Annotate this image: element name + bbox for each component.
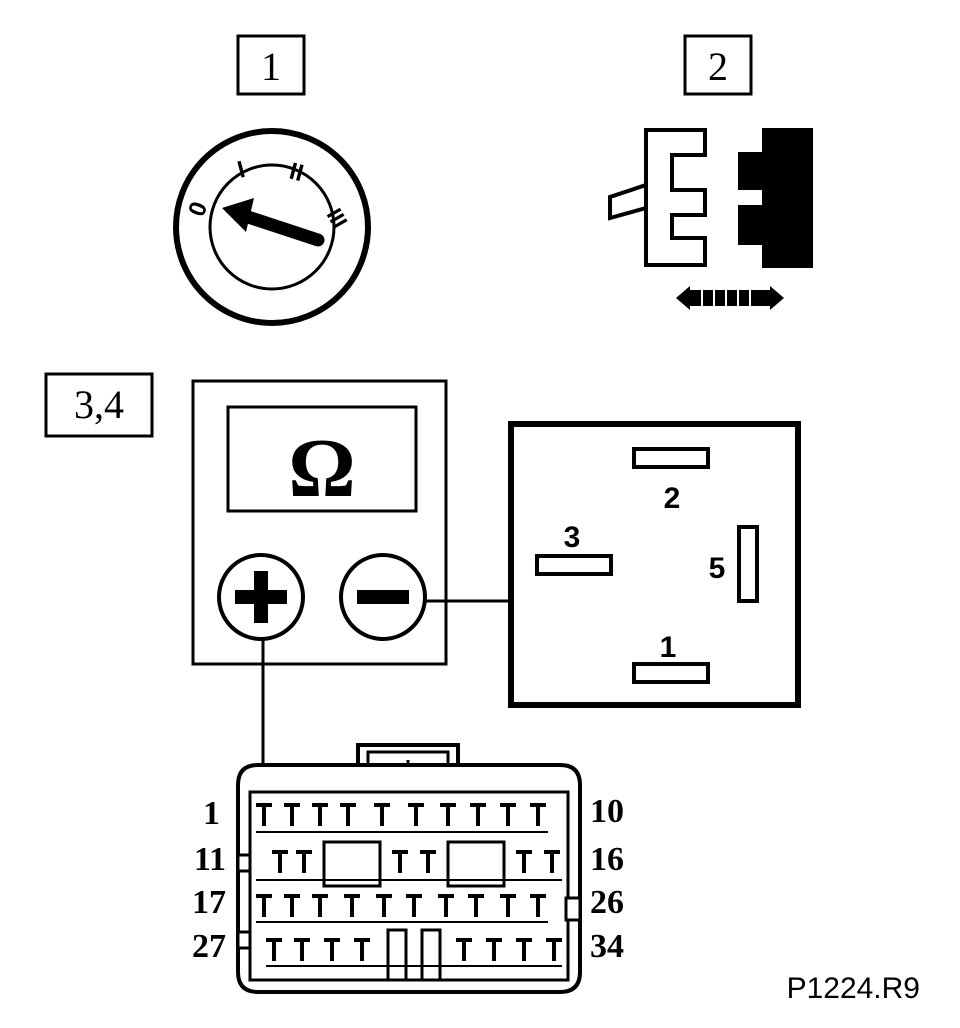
pin-row-4: [266, 938, 562, 961]
pin-label-26: 26: [590, 884, 624, 921]
pin-label-1: 1: [203, 795, 220, 832]
ignition-switch-icon: 0 I II III: [173, 128, 371, 326]
pin-row-2: [272, 850, 560, 873]
pin-label-16: 16: [590, 841, 624, 878]
relay-terminal-3-label: 3: [564, 521, 581, 554]
svg-text:2: 2: [708, 44, 728, 89]
pin-row-3: [256, 894, 546, 917]
step-1-label: 1: [236, 34, 306, 96]
pin-label-11: 11: [194, 841, 226, 878]
connector-34-pin: 1 11 17 27 10 16 26 34: [192, 743, 624, 994]
step-2-label: 2: [683, 34, 753, 96]
relay: 2 3 5 1: [508, 421, 801, 708]
pin-label-34: 34: [590, 928, 624, 965]
svg-text:1: 1: [261, 44, 281, 89]
pin-label-17: 17: [192, 884, 226, 921]
ohm-symbol: Ω: [288, 422, 355, 515]
svg-text:3,4: 3,4: [74, 382, 124, 427]
connector-disconnect-icon: [608, 128, 813, 310]
ohmmeter: Ω: [191, 379, 448, 666]
step-3-4-label: 3,4: [44, 372, 154, 438]
relay-terminal-1-label: 1: [660, 631, 677, 664]
pin-row-1: [256, 803, 546, 826]
relay-terminal-2-label: 2: [664, 482, 681, 515]
pin-label-27: 27: [192, 928, 226, 965]
relay-terminal-5-label: 5: [709, 552, 726, 585]
pin-label-10: 10: [590, 793, 624, 830]
figure-reference: P1224.R9: [787, 972, 920, 1005]
